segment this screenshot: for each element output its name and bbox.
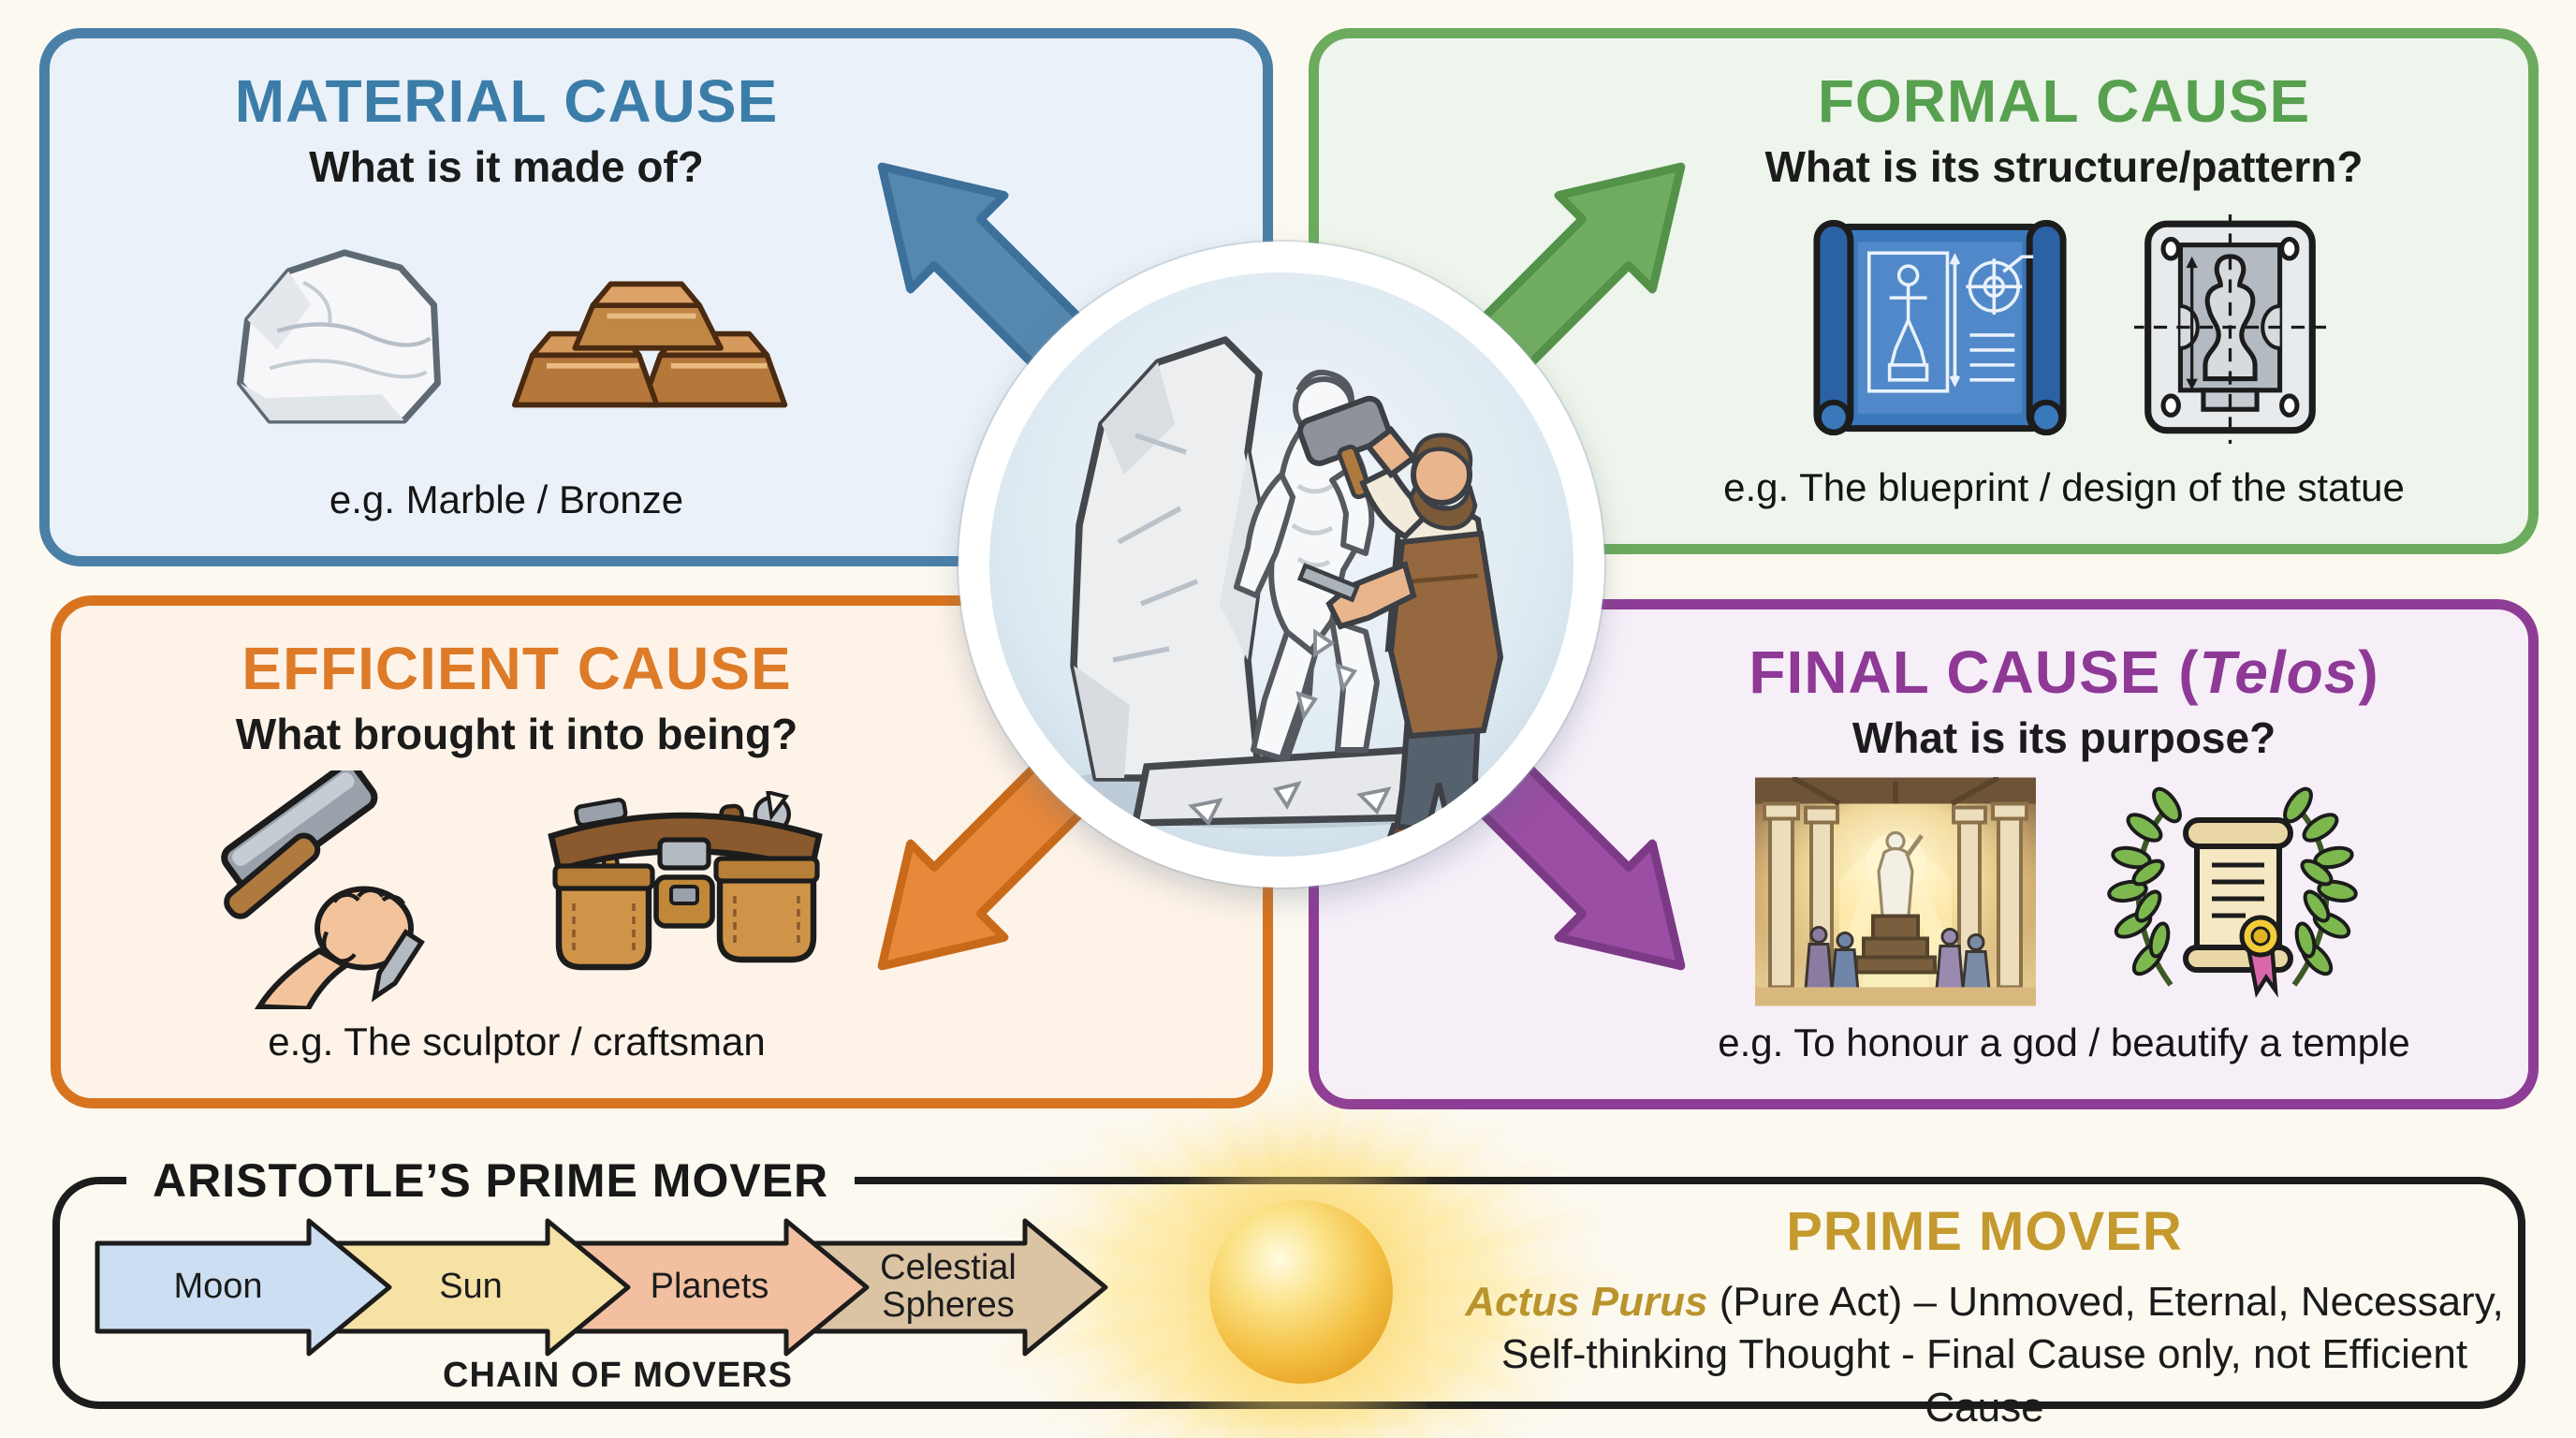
efficient-cause-example: e.g. The sculptor / craftsman	[268, 1020, 766, 1064]
chevron-arrow-icon	[95, 1218, 392, 1357]
chain-label-planets: Planets	[650, 1267, 769, 1307]
material-cause-icons	[221, 192, 792, 477]
material-cause-box: MATERIAL CAUSE What is it made of?	[39, 28, 1273, 566]
efficient-cause-question: What brought it into being?	[235, 710, 798, 758]
chain-of-movers: Moon Sun Planets Celestial Spheres	[94, 1217, 1208, 1357]
chain-arrow-planets: Planets	[571, 1217, 871, 1357]
marble-block-icon	[237, 249, 441, 424]
final-cause-icons	[1755, 763, 2373, 1020]
efficient-cause-icons	[203, 759, 830, 1020]
hand-hammer-chisel-icon	[221, 770, 425, 1009]
formal-cause-title: FORMAL CAUSE	[1817, 67, 2311, 135]
prime-mover-sun-sphere	[1209, 1200, 1393, 1384]
chain-label-moon: Moon	[173, 1267, 263, 1307]
statue-mold-icon	[2134, 213, 2326, 444]
blueprint-scroll-icon	[1813, 219, 2067, 436]
prime-mover-panel	[52, 1177, 2525, 1409]
sculptor-carving-statue-icon	[989, 272, 1573, 857]
chain-label-sun: Sun	[439, 1267, 503, 1307]
formal-cause-example: e.g. The blueprint / design of the statu…	[1723, 465, 2405, 509]
efficient-cause-box: EFFICIENT CAUSE What brought it into bei…	[51, 595, 1273, 1108]
prime-mover-description: PRIME MOVER Actus Purus (Pure Act) – Unm…	[1460, 1200, 2509, 1434]
actus-purus-label: Actus Purus	[1465, 1279, 1708, 1325]
prime-mover-line2: Self-thinking Thought - Final Cause only…	[1500, 1331, 2468, 1431]
center-illustration	[959, 242, 1604, 888]
chain-arrow-moon: Moon	[94, 1217, 393, 1357]
material-cause-question: What is it made of?	[309, 142, 704, 191]
prime-mover-heading: ARISTOTLE’S PRIME MOVER	[126, 1153, 856, 1208]
efficient-cause-title: EFFICIENT CAUSE	[242, 635, 792, 702]
final-cause-example: e.g. To honour a god / beautify a temple	[1718, 1020, 2410, 1064]
chain-label-celestial-spheres: Celestial Spheres	[880, 1248, 1017, 1325]
formal-cause-icons	[1802, 192, 2326, 465]
laurel-scroll-icon	[2107, 786, 2358, 998]
material-cause-example: e.g. Marble / Bronze	[329, 477, 684, 521]
prime-mover-title: PRIME MOVER	[1786, 1201, 2183, 1262]
prime-mover-line1: Actus Purus (Pure Act) – Unmoved, Eterna…	[1465, 1279, 2504, 1325]
bronze-ingots-icon	[511, 281, 788, 408]
final-cause-title: FINAL CAUSE (Telos)	[1749, 638, 2379, 706]
tool-belt-icon	[548, 791, 823, 971]
chain-of-movers-label: CHAIN OF MOVERS	[443, 1356, 793, 1395]
formal-cause-box: FORMAL CAUSE What is its structure/patte…	[1309, 28, 2539, 554]
temple-statue-scene-icon	[1755, 777, 2036, 1006]
formal-cause-question: What is its structure/pattern?	[1764, 142, 2364, 191]
chain-arrow-celestial-spheres: Celestial Spheres	[810, 1217, 1109, 1357]
material-cause-title: MATERIAL CAUSE	[234, 67, 779, 135]
final-cause-question: What is its purpose?	[1852, 713, 2276, 762]
